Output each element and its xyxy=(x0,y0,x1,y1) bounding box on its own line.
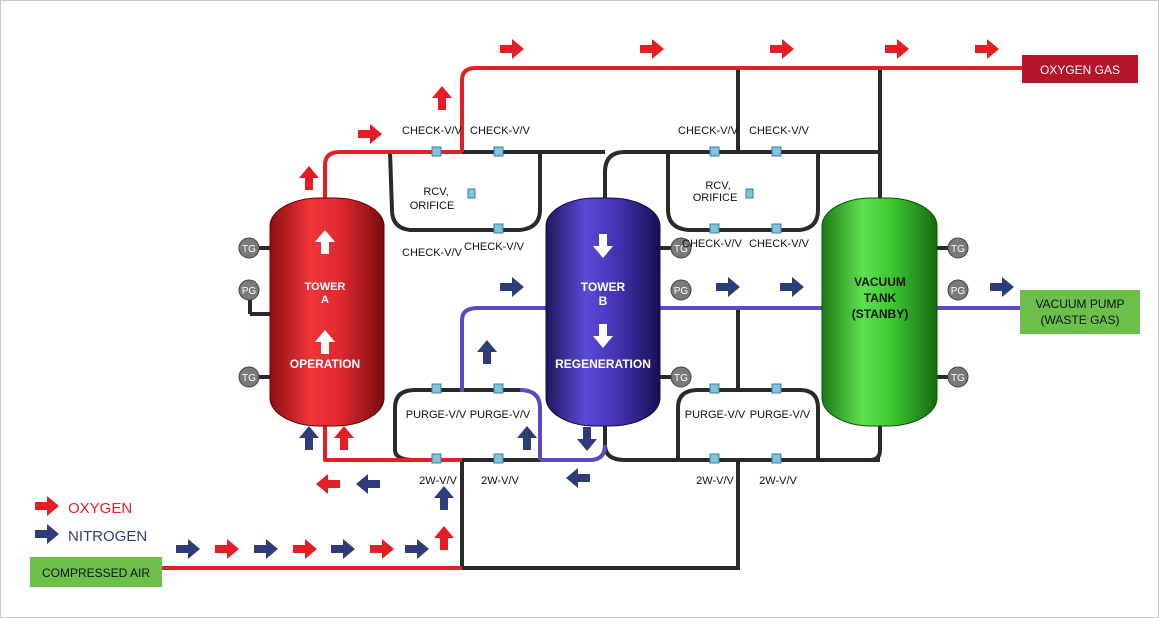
svg-text:TG: TG xyxy=(242,244,256,255)
two-way-valve-label: 2W-V/V xyxy=(419,475,457,487)
tower-a-title: TOWER xyxy=(305,281,346,293)
tower-b-title: TOWER xyxy=(581,280,626,294)
rcv-label: RCV, xyxy=(423,186,448,198)
check-valve-label: CHECK-V/V xyxy=(749,238,810,250)
vacuum-pump-label: VACUUM PUMP xyxy=(1035,297,1124,311)
oxygen-pipes xyxy=(162,66,1022,570)
svg-text:TG: TG xyxy=(951,373,965,384)
svg-text:TG: TG xyxy=(242,373,256,384)
purge-valve-label: PURGE-V/V xyxy=(685,409,746,421)
tower-a xyxy=(269,197,385,427)
oxygen-gas-label: OXYGEN GAS xyxy=(1040,63,1120,77)
svg-text:TG: TG xyxy=(674,244,688,255)
tower-b xyxy=(545,197,661,427)
gauge-tg-a-bottom: TG xyxy=(238,366,260,388)
orifice-label: ORIFICE xyxy=(410,200,455,212)
tower-b-down-arrow-icon-2 xyxy=(593,324,613,348)
legend-nitrogen-label: NITROGEN xyxy=(68,528,147,545)
purge-valve-label: PURGE-V/V xyxy=(470,409,531,421)
tower-a-letter: A xyxy=(321,294,329,306)
gauge-tg-a-top: TG xyxy=(238,237,260,259)
tower-b-state: REGENERATION xyxy=(555,357,651,371)
vacuum-tank xyxy=(821,197,938,427)
oxygen-flow-arrows xyxy=(35,39,999,559)
check-valve-label: CHECK-V/V xyxy=(470,125,531,137)
gauge-tg-b-bottom: TG xyxy=(670,366,692,388)
gauge-tg-b-top: TG xyxy=(670,237,692,259)
two-way-valve-label: 2W-V/V xyxy=(696,475,734,487)
orifice-label: ORIFICE xyxy=(693,192,738,204)
svg-text:TG: TG xyxy=(674,373,688,384)
purge-valve-label: PURGE-V/V xyxy=(750,409,811,421)
check-valve-label: CHECK-V/V xyxy=(464,241,525,253)
tower-b-down-arrow-icon xyxy=(593,234,613,258)
purge-valve-label: PURGE-V/V xyxy=(406,409,467,421)
two-way-valve-label: 2W-V/V xyxy=(759,475,797,487)
vacuum-pump-box: VACUUM PUMP (WASTE GAS) xyxy=(1020,290,1140,334)
vacuum-pump-sublabel: (WASTE GAS) xyxy=(1041,313,1120,327)
vacuum-tank-title-2: TANK xyxy=(864,291,897,305)
tower-a-up-arrow-icon xyxy=(315,230,335,254)
check-valve-label: CHECK-V/V xyxy=(682,238,743,250)
svg-text:PG: PG xyxy=(951,286,966,297)
valve-icons xyxy=(431,146,782,464)
gauge-pg-a: PG xyxy=(238,279,260,301)
nitrogen-flow-arrows xyxy=(35,277,1014,559)
vacuum-tank-state: (STANBY) xyxy=(852,307,908,321)
compressed-air-label: COMPRESSED AIR xyxy=(42,566,150,580)
gauge-pg-v: PG xyxy=(947,279,969,301)
legend-oxygen-label: OXYGEN xyxy=(68,500,132,517)
svg-text:TG: TG xyxy=(951,244,965,255)
check-valve-label: CHECK-V/V xyxy=(749,125,810,137)
compressed-air-box: COMPRESSED AIR xyxy=(30,557,162,587)
check-valve-label: CHECK-V/V xyxy=(402,125,463,137)
tower-a-up-arrow-icon-2 xyxy=(315,330,335,354)
svg-text:PG: PG xyxy=(242,286,257,297)
gauge-tg-v-bottom: TG xyxy=(947,366,969,388)
svg-text:PG: PG xyxy=(674,286,689,297)
gauge-tg-v-top: TG xyxy=(947,237,969,259)
rcv-label: RCV, xyxy=(705,180,730,192)
two-way-valve-label: 2W-V/V xyxy=(481,475,519,487)
tower-b-letter: B xyxy=(599,294,608,308)
check-valve-label: CHECK-V/V xyxy=(678,125,739,137)
gauge-pg-b: PG xyxy=(670,279,692,301)
tower-a-state: OPERATION xyxy=(290,357,360,371)
vacuum-tank-title: VACUUM xyxy=(854,275,906,289)
check-valve-label: CHECK-V/V xyxy=(402,247,463,259)
oxygen-gas-box: OXYGEN GAS xyxy=(1022,55,1138,83)
